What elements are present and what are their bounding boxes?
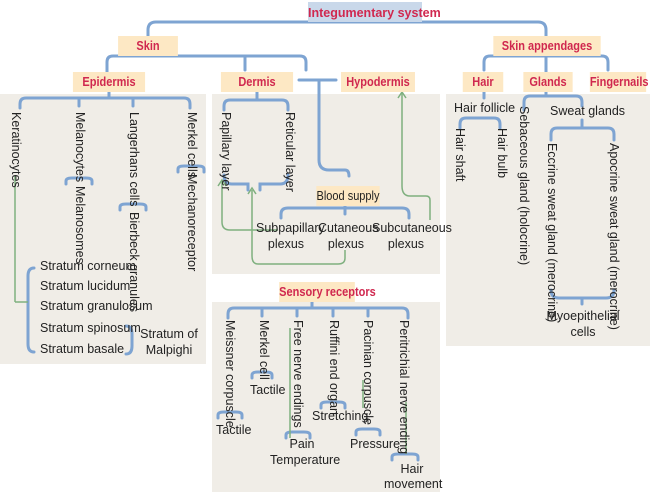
sebaceous-gland: Sebaceous gland (holocrine) — [517, 106, 531, 266]
plexus-line: Cutaneous — [318, 221, 379, 235]
function-merkel: Tactile — [250, 383, 286, 397]
epidermis-panel — [0, 94, 206, 364]
receptor: Merkel cell — [257, 320, 271, 380]
epidermis-cell: Keratinocytes — [9, 112, 23, 188]
melanosomes: Melanosomes — [73, 186, 87, 264]
papillary-layer: Papillary layer — [219, 112, 233, 191]
hair-bulb: Hair bulb — [495, 128, 509, 179]
receptor: Free nerve endings — [291, 320, 305, 428]
myo-line: Myoepithelial — [546, 309, 620, 323]
stratum: Stratum granulosum — [40, 299, 153, 313]
epidermis-cell: Langerhans cells — [127, 112, 141, 207]
node-glands: Glands — [523, 72, 573, 92]
sensory-receptors-heading: Sensory receptors — [279, 282, 376, 302]
receptor: Peritrichial nerve ending — [397, 320, 411, 455]
epidermis-cell: Merkel cells — [185, 112, 199, 178]
malpighi-line-2: Malpighi — [145, 343, 193, 357]
function-free-nerve: Pain Temperature — [270, 436, 341, 468]
node-skin: Skin — [118, 36, 178, 56]
function-line: Hair — [400, 462, 424, 476]
plexus-line: Subpapillary — [256, 221, 325, 235]
eccrine-gland: Eccrine sweat gland (merocrine) — [545, 143, 559, 323]
function-ruffini: Stretching — [312, 409, 369, 423]
stratum: Stratum basale — [40, 342, 125, 356]
malpighi-line-1: Stratum of — [140, 327, 198, 341]
plexus-subcutaneous: Subcutaneous plexus — [372, 220, 452, 252]
appendages-panel — [446, 94, 650, 346]
sweat-glands: Sweat glands — [550, 104, 626, 118]
function-line: movement — [384, 477, 443, 491]
stratum: Stratum lucidum — [40, 279, 131, 293]
node-epidermis: Epidermis — [72, 72, 146, 92]
receptor: Ruffini end organ — [327, 320, 341, 415]
plexus-line: plexus — [267, 237, 305, 251]
blood-supply: Blood supply — [316, 186, 380, 206]
stratum: Stratum spinosum — [40, 321, 141, 335]
function-peritrichial: Hair movement — [384, 462, 443, 492]
function-line: Pain — [289, 437, 315, 451]
node-fingernails: Fingernails — [589, 72, 649, 92]
node-skin-appendages: Skin appendages — [493, 36, 601, 56]
reticular-layer: Reticular layer — [283, 112, 297, 192]
node-hypodermis: Hypodermis — [341, 72, 415, 92]
node-hair: Hair — [462, 72, 504, 92]
apocrine-gland: Apocrine sweat gland (merocrine) — [607, 143, 621, 330]
plexus-cutaneous: Cutaneous plexus — [318, 220, 379, 252]
plexus-line: plexus — [387, 237, 425, 251]
stratum-malpighi: Stratum of Malpighi — [136, 326, 202, 358]
epidermis-cell: Melanocytes — [73, 112, 87, 183]
hair-shaft: Hair shaft — [453, 128, 467, 182]
function-meissner: Tactile — [216, 423, 252, 437]
function-line: Temperature — [270, 453, 341, 467]
receptor: Pacinian corpuscle — [361, 320, 375, 425]
node-dermis: Dermis — [220, 72, 294, 92]
bierbeck-granules: Bierbeck granules — [127, 212, 141, 313]
plexus-line: Subcutaneous — [372, 221, 452, 235]
myo-line: cells — [570, 325, 596, 339]
diagram-title: Integumentary system — [308, 2, 441, 22]
receptor: Meissner corpuscle — [223, 320, 237, 428]
stratum: Stratum corneum — [40, 259, 136, 273]
mechanoreceptor: Mechanoreceptor — [185, 174, 199, 272]
hair-follicle: Hair follicle — [454, 101, 516, 115]
sensory-panel — [212, 302, 440, 492]
myoepithelial-cells: Myoepithelial cells — [546, 308, 620, 340]
function-pacinian: Pressure — [350, 437, 401, 451]
plexus-line: plexus — [327, 237, 365, 251]
plexus-subpapillary: Subpapillary plexus — [256, 220, 325, 252]
